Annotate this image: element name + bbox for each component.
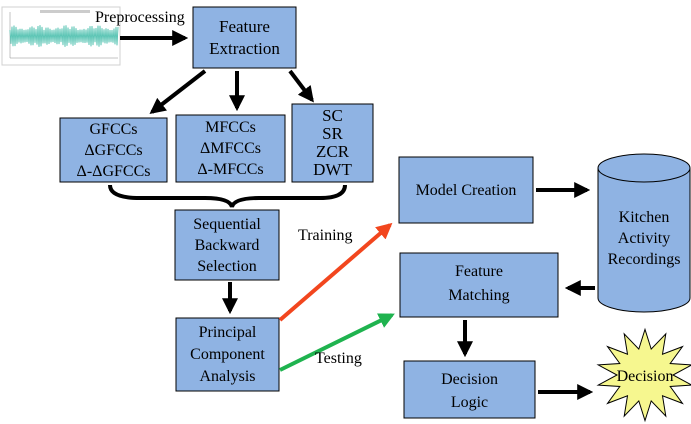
svg-text:ΔGFCCs: ΔGFCCs xyxy=(84,142,142,159)
arrow-to-gfcc xyxy=(149,69,207,114)
svg-text:Feature: Feature xyxy=(455,263,503,280)
svg-text:Sequential: Sequential xyxy=(193,216,261,233)
preprocessing-label: Preprocessing xyxy=(95,9,185,26)
arrow-to-spectral xyxy=(288,69,314,103)
pca-box: Principal Component Analysis xyxy=(175,317,280,392)
svg-text:Δ-MFCCs: Δ-MFCCs xyxy=(197,161,263,178)
model-creation-box: Model Creation xyxy=(398,156,534,224)
svg-text:ZCR: ZCR xyxy=(316,142,350,161)
svg-text:Matching: Matching xyxy=(448,287,509,304)
gfcc-group-box: GFCCs ΔGFCCs Δ-ΔGFCCs xyxy=(59,117,168,183)
svg-text:Δ-ΔGFCCs: Δ-ΔGFCCs xyxy=(77,163,151,180)
svg-text:Decision: Decision xyxy=(441,371,498,388)
svg-text:GFCCs: GFCCs xyxy=(89,121,137,138)
svg-text:SR: SR xyxy=(322,124,343,143)
svg-text:Model Creation: Model Creation xyxy=(416,182,517,199)
kitchen-recordings-database: Kitchen Activity Recordings xyxy=(597,153,691,313)
svg-text:Principal: Principal xyxy=(199,324,257,341)
svg-text:Backward: Backward xyxy=(195,237,260,254)
decision-starburst: Decision xyxy=(596,327,691,423)
spectral-features-box: SC SR ZCR DWT xyxy=(291,103,374,183)
svg-text:Activity: Activity xyxy=(618,230,670,247)
decision-logic-box: Decision Logic xyxy=(403,360,536,419)
svg-text:DWT: DWT xyxy=(313,160,352,179)
mfcc-group-box: MFCCs ΔMFCCs Δ-MFCCs xyxy=(175,114,286,183)
svg-text:Decision: Decision xyxy=(617,368,674,385)
sequential-backward-selection-box: Sequential Backward Selection xyxy=(174,209,280,281)
svg-text:Analysis: Analysis xyxy=(200,368,256,385)
training-label: Training xyxy=(298,227,353,244)
feature-extraction-box: Feature Extraction xyxy=(192,6,297,69)
feature-matching-box: Feature Matching xyxy=(399,252,559,318)
svg-text:Extraction: Extraction xyxy=(209,39,280,58)
svg-text:Selection: Selection xyxy=(197,258,257,275)
svg-text:Component: Component xyxy=(190,346,265,363)
testing-arrow xyxy=(279,313,395,372)
testing-label: Testing xyxy=(315,350,362,367)
svg-text:Feature: Feature xyxy=(219,17,270,36)
svg-text:Kitchen: Kitchen xyxy=(619,209,670,226)
svg-text:MFCCs: MFCCs xyxy=(205,119,256,136)
svg-text:Recordings: Recordings xyxy=(608,251,681,268)
merge-brace xyxy=(108,184,347,208)
training-arrow xyxy=(278,222,393,322)
svg-text:SC: SC xyxy=(322,106,343,125)
svg-text:ΔMFCCs: ΔMFCCs xyxy=(200,140,261,157)
audio-waveform-thumbnail xyxy=(1,6,121,66)
svg-text:Logic: Logic xyxy=(451,394,488,411)
